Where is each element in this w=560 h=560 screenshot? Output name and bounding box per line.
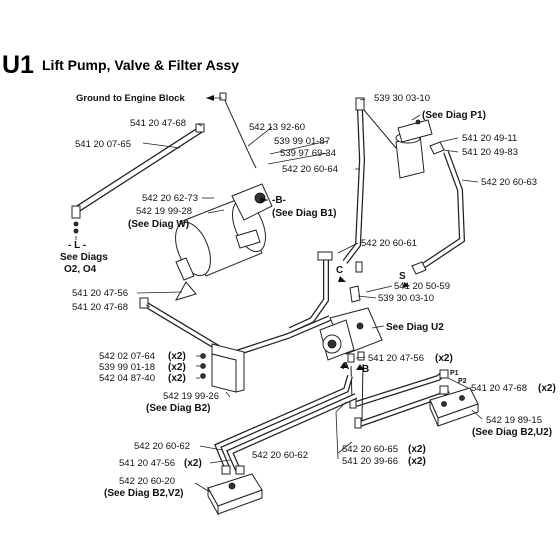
label-x2-d: (x2) — [435, 353, 453, 364]
label-see-diag-b2: (See Diag B2) — [146, 403, 210, 414]
label-see-diag-b2-v2: (See Diag B2,V2) — [104, 488, 183, 499]
label-p1: P1 — [450, 370, 459, 377]
label-541-20-49-11: 541 20 49-11 — [462, 133, 517, 144]
filter-assembly — [395, 119, 445, 179]
label-541-20-39-66: 541 20 39-66 — [342, 456, 398, 467]
bracket-542-19-99-26 — [200, 343, 245, 393]
label-letter-s: S — [399, 271, 406, 282]
label-542-20-60-62-a: 542 20 60-62 — [134, 441, 190, 452]
label-diag-b: -B- — [272, 195, 286, 206]
label-539-97-69-34: 539 97 69-34 — [280, 148, 336, 159]
label-letter-b: B — [362, 364, 369, 375]
label-542-20-60-65: 542 20 60-65 — [342, 444, 398, 455]
label-x2-h: (x2) — [408, 456, 426, 467]
label-541-20-47-56-left: 541 20 47-56 — [72, 288, 128, 299]
label-542-19-89-15: 542 19 89-15 — [486, 415, 542, 426]
label-539-30-03-10-mid: 539 30 03-10 — [378, 293, 434, 304]
label-see-diag-w: (See Diag W) — [128, 219, 189, 230]
label-542-20-60-62-b: 542 20 60-62 — [252, 450, 308, 461]
label-542-20-62-73: 542 20 62-73 — [142, 193, 198, 204]
label-x2-g: (x2) — [184, 458, 202, 469]
hose-542-20-60-64 — [342, 97, 397, 264]
label-542-19-99-26: 542 19 99-26 — [163, 391, 219, 402]
label-541-20-47-68-top: 541 20 47-68 — [130, 118, 186, 129]
label-see-diag-b1: (See Diag B1) — [272, 208, 336, 219]
label-542-13-92-60: 542 13 92-60 — [249, 122, 305, 133]
label-541-20-47-56-low: 541 20 47-56 — [119, 458, 175, 469]
label-541-20-49-83: 541 20 49-83 — [462, 147, 518, 158]
label-541-20-47-56-mid: 541 20 47-56 — [368, 353, 424, 364]
label-542-20-60-63: 542 20 60-63 — [481, 177, 537, 188]
hose-542-20-60-63 — [411, 150, 466, 275]
hose-542-20-60-62 — [214, 375, 358, 472]
label-see-diag-b2-u2: (See Diag B2,U2) — [472, 427, 552, 438]
label-541-20-47-68-left: 541 20 47-68 — [72, 302, 128, 313]
label-541-20-07-65: 541 20 07-65 — [75, 139, 131, 150]
label-539-30-03-10-top: 539 30 03-10 — [374, 93, 430, 104]
label-539-99-01-18: 539 99 01-18 — [99, 362, 155, 373]
section-code: U1 — [2, 51, 34, 79]
arrow-markers — [206, 95, 410, 370]
label-see-diag-u2: See Diag U2 — [386, 322, 444, 333]
label-x2-b: (x2) — [168, 362, 186, 373]
label-542-02-07-64: 542 02 07-64 — [99, 351, 155, 362]
label-see-diag-p1: (See Diag P1) — [422, 110, 486, 121]
hose-542-20-60-61-lower — [139, 297, 332, 359]
leader-lines — [75, 97, 483, 493]
label-x2-c: (x2) — [168, 373, 186, 384]
label-ground: Ground to Engine Block — [76, 93, 185, 104]
section-title: Lift Pump, Valve & Filter Assy — [42, 57, 239, 73]
hose-542-20-60-61 — [288, 251, 333, 333]
label-x2-a: (x2) — [168, 351, 186, 362]
control-valve — [319, 261, 383, 363]
label-letter-c: C — [336, 265, 343, 276]
cylinder-block-right — [429, 369, 479, 427]
label-diag-l: - L - — [68, 240, 86, 251]
label-542-20-60-20: 542 20 60-20 — [119, 476, 175, 487]
label-x2-f: (x2) — [408, 444, 426, 455]
part-labels: Ground to Engine Block 542 13 92-60 539 … — [60, 93, 556, 499]
label-o2-o4: O2, O4 — [64, 264, 97, 275]
lift-pump-motor — [174, 183, 273, 301]
label-see-diags: See Diags — [60, 252, 108, 263]
label-542-19-99-28: 542 19 99-28 — [136, 206, 192, 217]
label-541-20-47-68-right: 541 20 47-68 — [471, 383, 527, 394]
label-x2-e: (x2) — [538, 383, 556, 394]
label-542-20-60-64: 542 20 60-64 — [282, 164, 338, 175]
label-539-99-01-87: 539 99 01-87 — [274, 136, 330, 147]
cylinder-block-left — [207, 465, 263, 516]
label-542-20-60-61: 542 20 60-61 — [361, 238, 417, 249]
label-542-04-87-40: 542 04 87-40 — [99, 373, 155, 384]
label-541-20-50-59: 541 20 50-59 — [394, 281, 450, 292]
label-p2: P2 — [458, 378, 467, 385]
